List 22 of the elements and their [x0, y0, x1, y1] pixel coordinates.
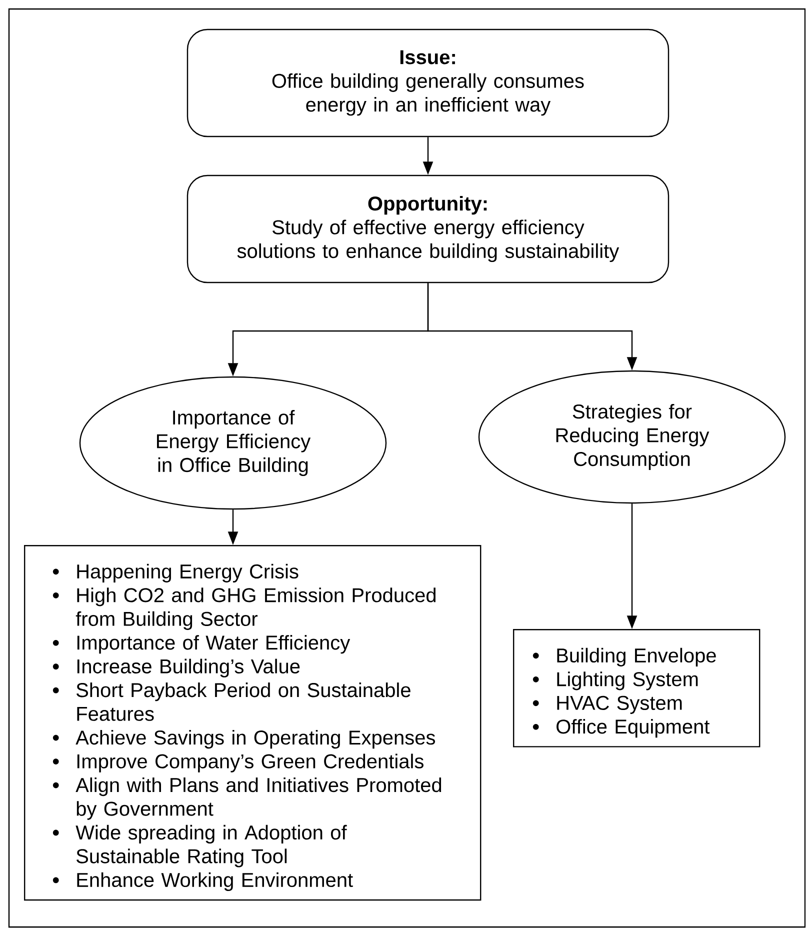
bullet-item: HVAC System [532, 696, 682, 714]
box-text: Office building generally consumes energy in an inefficient way [272, 73, 584, 116]
bullet-item: Office Equipment [532, 719, 710, 738]
bullet-item: Building Envelope [532, 648, 716, 666]
bullet-item: Achieve Savings in Operating Expenses [52, 730, 435, 749]
bullet-list-box [513, 629, 760, 748]
bullet-item: Happening Energy Crisis [52, 564, 298, 582]
process-box [186, 174, 670, 284]
box-text: Study of effective energy efficiency solutions to enhance building sustainability [237, 220, 620, 262]
bullet-item: Short Payback Period on Sustainable Features [52, 682, 410, 721]
box-heading: Opportunity: [368, 196, 487, 215]
bullet-item: Importance of Water Efficiency [52, 635, 350, 654]
bullet-item: Increase Building’s Value [52, 658, 300, 678]
process-box [186, 28, 670, 138]
bullet-list-box [24, 545, 482, 901]
bullet-item: Enhance Working Environment [52, 872, 353, 892]
box-heading: Issue: [400, 50, 455, 64]
bullet-item: Wide spreading in Adoption of Sustainable Rating Tool [52, 824, 347, 868]
bullet-item: High CO2 and GHG Emission Produced from Building Sector [52, 588, 436, 630]
bullet-item: Align with Plans and Initiatives Promoted by Government [52, 777, 442, 820]
bullet-item: Lighting System [532, 672, 698, 690]
bullet-item: Improve Company’s Green Credentials [52, 754, 424, 772]
